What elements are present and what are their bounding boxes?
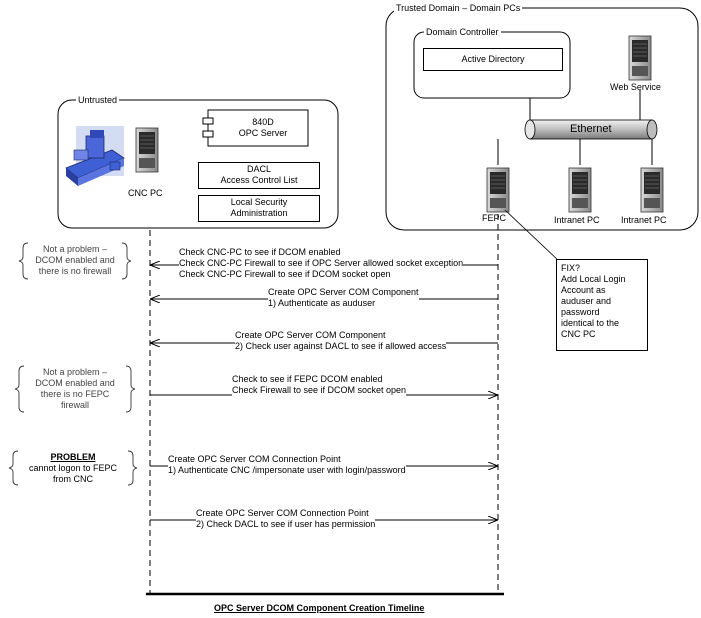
local-security-box: Local Security Administration bbox=[198, 195, 320, 222]
timeline-title: OPC Server DCOM Component Creation Timel… bbox=[214, 603, 425, 613]
untrusted-domain-title: Untrusted bbox=[76, 95, 120, 106]
problem-text: cannot logon to FEPC from CNC bbox=[28, 463, 118, 484]
fix-note: FIX? Add Local Login Account as auduser … bbox=[556, 259, 648, 351]
ethernet-label: Ethernet bbox=[570, 123, 612, 135]
message-line: Create OPC Server COM Connection Point bbox=[168, 454, 341, 464]
message-connection-point-auth: Create OPC Server COM Connection Point 1… bbox=[168, 454, 406, 476]
intranet-pc-1-server-icon bbox=[568, 167, 592, 213]
intranet-pc-2-server-icon bbox=[640, 167, 664, 213]
message-line: 2) Check DACL to see if user has permiss… bbox=[196, 519, 376, 529]
message-create-component-dacl: Create OPC Server COM Component 2) Check… bbox=[235, 330, 447, 352]
active-directory-box: Active Directory bbox=[423, 48, 563, 71]
intranet-pc-2-label: Intranet PC bbox=[621, 215, 667, 225]
message-line: 1) Authenticate CNC /impersonate user wi… bbox=[168, 465, 406, 475]
message-line: Create OPC Server COM Component bbox=[235, 330, 386, 340]
fix-note-connector bbox=[504, 209, 561, 263]
opc-component-icon bbox=[202, 109, 309, 147]
active-directory-label: Active Directory bbox=[461, 54, 525, 64]
message-line: Check Firewall to see if DCOM socket ope… bbox=[232, 385, 407, 395]
side-note-problem: PROBLEM cannot logon to FEPC from CNC bbox=[18, 452, 128, 485]
message-line: 2) Check user against DACL to see if all… bbox=[235, 341, 447, 351]
cnc-machine-icon bbox=[65, 126, 125, 186]
problem-heading: PROBLEM bbox=[50, 452, 96, 462]
message-dcom-check-fepc: Check to see if FEPC DCOM enabled Check … bbox=[232, 374, 407, 396]
fepc-label: FEPC bbox=[482, 213, 507, 223]
fepc-server-icon bbox=[486, 167, 510, 213]
message-line: Check CNC-PC Firewall to see if DCOM soc… bbox=[179, 269, 391, 279]
side-note-no-fepc-firewall: Not a problem – DCOM enabled and there i… bbox=[35, 367, 115, 410]
side-note-no-firewall: Not a problem – DCOM enabled and there i… bbox=[35, 244, 115, 276]
message-line: Check to see if FEPC DCOM enabled bbox=[232, 374, 383, 384]
dacl-box: DACL Access Control List bbox=[198, 162, 320, 189]
side-note-brackets bbox=[8, 242, 138, 486]
message-line: Check CNC-PC to see if DCOM enabled bbox=[179, 247, 341, 257]
message-line: 1) Authenticate as auduser bbox=[268, 298, 376, 308]
intranet-pc-1-label: Intranet PC bbox=[554, 215, 600, 225]
message-dcom-check-cnc: Check CNC-PC to see if DCOM enabled Chec… bbox=[179, 247, 464, 280]
message-line: Create OPC Server COM Connection Point bbox=[196, 508, 369, 518]
message-line: Check CNC-PC Firewall to see if OPC Serv… bbox=[179, 258, 464, 268]
message-connection-point-dacl: Create OPC Server COM Connection Point 2… bbox=[196, 508, 376, 530]
message-create-component-auth: Create OPC Server COM Component 1) Authe… bbox=[268, 287, 419, 309]
cnc-pc-label: CNC PC bbox=[128, 188, 163, 198]
trusted-domain-title: Trusted Domain – Domain PCs bbox=[394, 3, 523, 14]
ethernet-bus-icon bbox=[524, 119, 658, 140]
opc-server-label: 840D OPC Server bbox=[238, 117, 288, 138]
ethernet-links bbox=[497, 90, 653, 165]
web-service-server-icon bbox=[628, 35, 652, 81]
message-line: Create OPC Server COM Component bbox=[268, 287, 419, 297]
domain-controller-title: Domain Controller bbox=[424, 27, 501, 38]
web-service-label: Web Service bbox=[610, 82, 661, 92]
cnc-pc-server-icon bbox=[135, 127, 159, 173]
